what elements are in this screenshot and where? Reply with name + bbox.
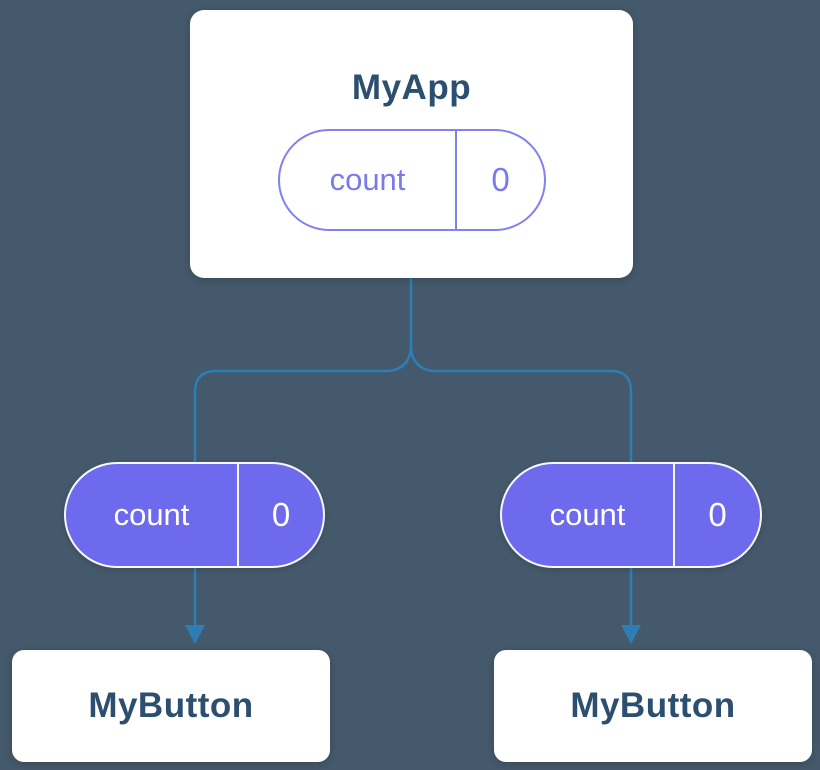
state-pill-right: count 0 [500,462,762,568]
myapp-card: MyApp count 0 [190,10,633,278]
state-pill-left: count 0 [64,462,325,568]
state-name: count [502,464,675,566]
mybutton-title: MyButton [88,686,254,725]
state-name: count [66,464,239,566]
state-value: 0 [708,496,727,533]
connector-branch-left [193,344,413,630]
arrowhead-right-icon [621,625,641,644]
mybutton-card-right: MyButton [494,650,812,762]
mybutton-title: MyButton [570,686,736,725]
state-pill-root: count 0 [278,129,546,231]
state-value: 0 [271,496,291,533]
connector-branch-right [409,344,633,630]
state-name: count [280,131,457,229]
myapp-title: MyApp [351,68,472,107]
state-value: 0 [491,161,510,198]
mybutton-card-left: MyButton [12,650,330,762]
arrowhead-left-icon [185,625,205,644]
